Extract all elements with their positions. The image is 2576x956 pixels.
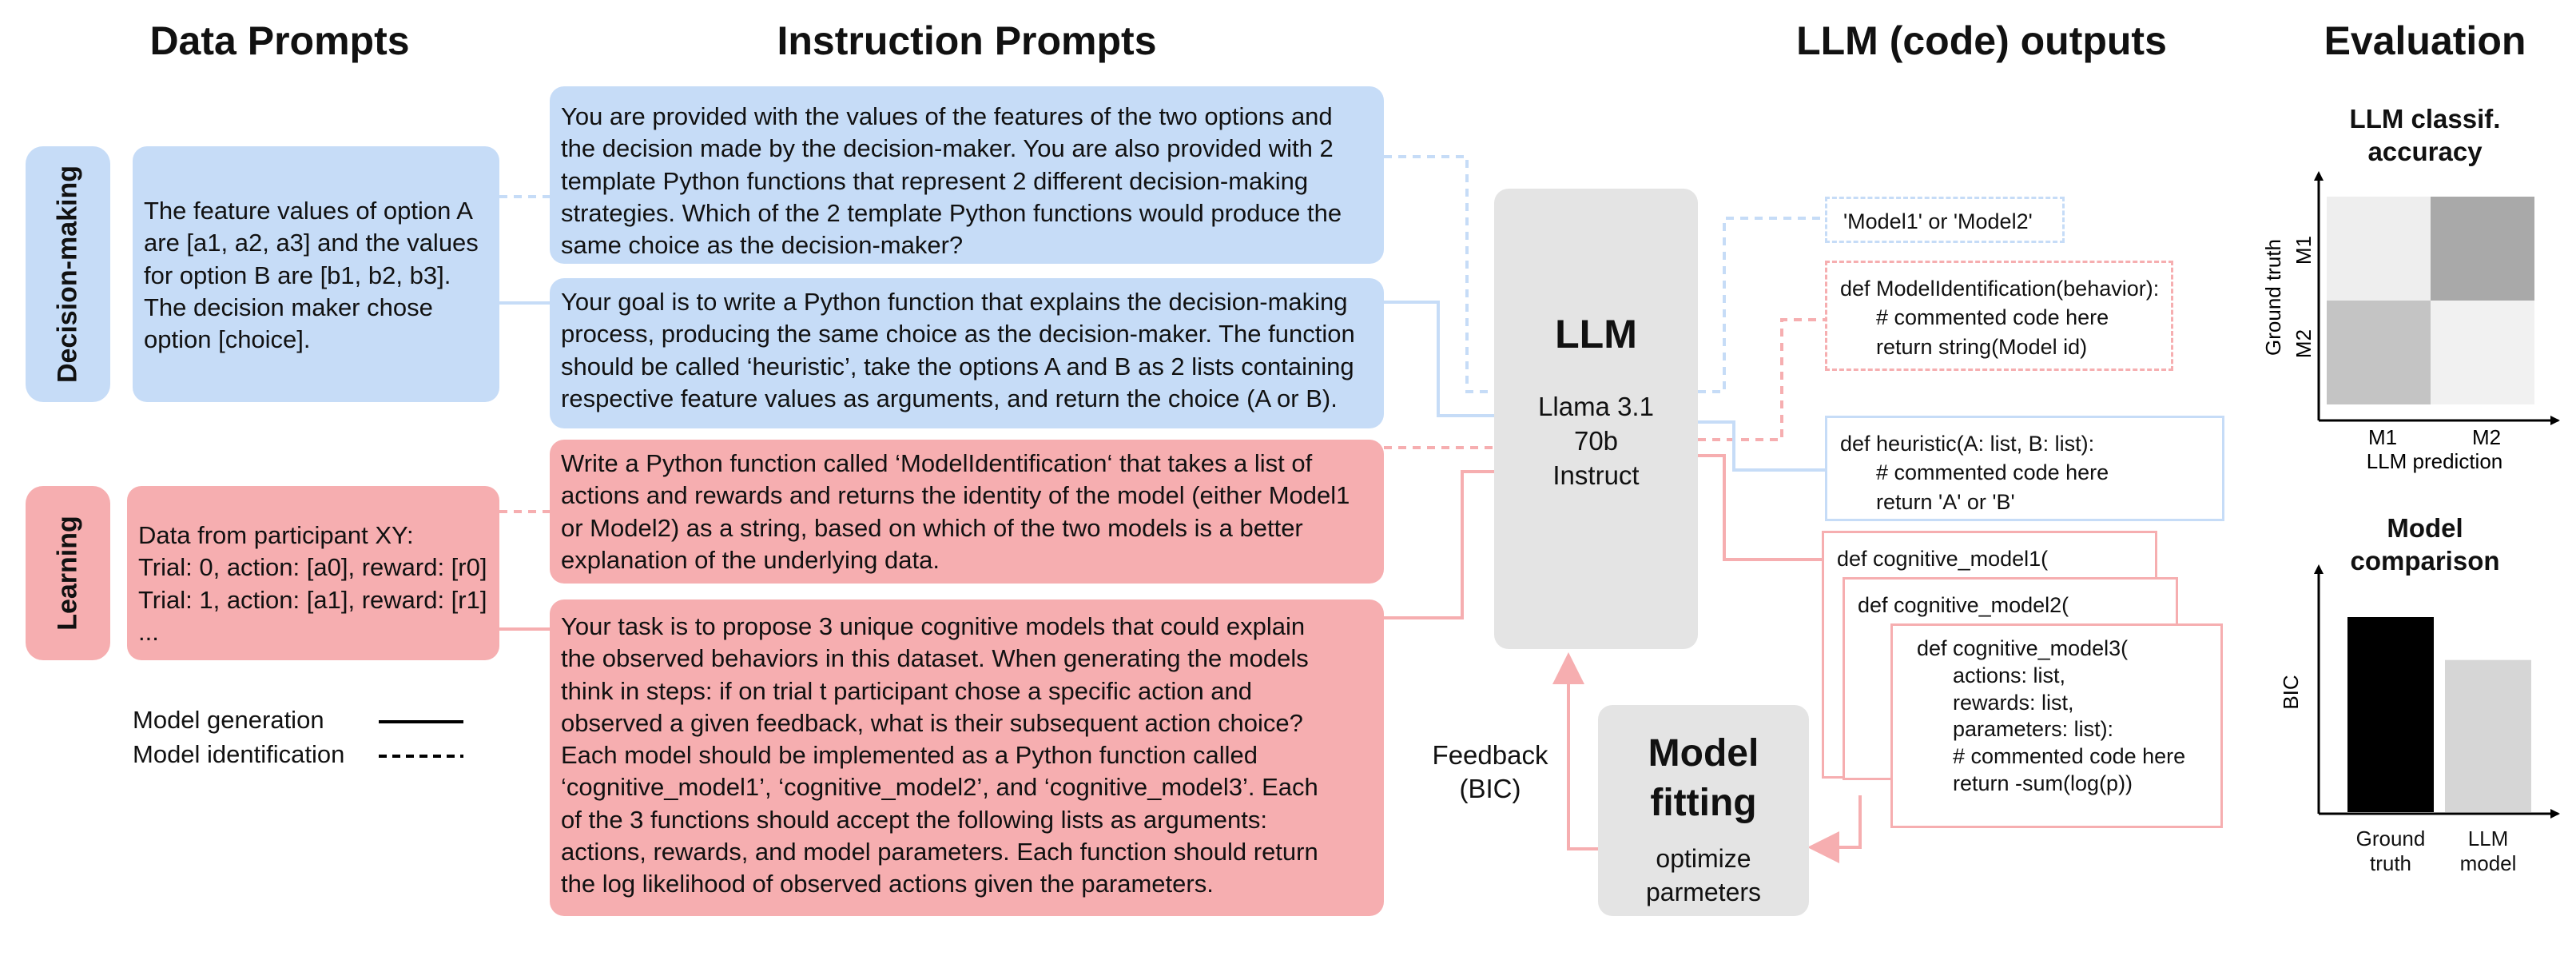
side-label-decision-making: Decision-making: [26, 146, 110, 402]
instruction-dm-generation-text: Your goal is to write a Python function …: [561, 288, 1355, 412]
fitting-sub-line2: parmeters: [1645, 878, 1762, 906]
model-fitting-box: Model fitting optimize parmeters: [1598, 705, 1809, 916]
bar-title: Model comparison: [2350, 513, 2500, 576]
llm-box: LLM Llama 3.1 70b Instruct: [1494, 189, 1698, 649]
data-prompt-decision: The feature values of option A are [a1, …: [133, 146, 499, 402]
data-prompt-learning: Data from participant XY: Trial: 0, acti…: [127, 486, 499, 660]
heatmap-ytick-1: M1: [2292, 236, 2316, 265]
bar-x-arrow: [2550, 809, 2560, 819]
output-dm-generation: def heuristic(A: list, B: list): # comme…: [1825, 416, 2224, 521]
bar-chart: BIC: [2279, 564, 2560, 819]
heatmap-y-arrow: [2314, 171, 2324, 181]
heatmap-xtick-1: M1: [2368, 425, 2397, 449]
heatmap-cell-M1-M2: [2431, 197, 2534, 301]
legend-model-identification: Model identification: [133, 740, 345, 768]
legend-model-generation: Model generation: [133, 706, 324, 734]
connector-cog-fitting: [1807, 795, 1862, 863]
instruction-learning-identification: Write a Python function called ‘ModelIde…: [550, 440, 1384, 584]
heatmap-chart: M1 M2 LLM prediction M1 M2 Ground truth: [2261, 171, 2560, 473]
heatmap-ylabel: Ground truth: [2261, 239, 2285, 356]
instruction-dm-identification: You are provided with the values of the …: [550, 86, 1384, 264]
connector-fitting-llm: [1552, 652, 1598, 850]
llm-title: LLM: [1555, 312, 1637, 357]
connector-llm-out1: [1698, 217, 1825, 393]
bar-y-arrow: [2314, 564, 2324, 574]
connector-instr4-llm: [1384, 470, 1494, 619]
fitting-title-line1: Model: [1648, 732, 1759, 775]
side-label-learning: Learning: [26, 486, 110, 660]
llm-model-line2: 70b: [1573, 426, 1619, 456]
connector-instr2-llm: [1384, 301, 1494, 417]
fitting-title-line2: fitting: [1650, 782, 1757, 824]
connector-llm-out2: [1698, 318, 1825, 441]
instruction-dm-generation: Your goal is to write a Python function …: [550, 278, 1384, 428]
heatmap-title: LLM classif. accuracy: [2349, 104, 2501, 167]
bar-xtick-1: Ground truth: [2355, 827, 2426, 876]
output-cognitive-model3: def cognitive_model3( actions: list, rew…: [1890, 623, 2223, 828]
connector-llm-out3: [1698, 420, 1825, 472]
connector-instr1-llm: [1384, 155, 1494, 393]
connector-llm-out4: [1698, 454, 1822, 561]
fitting-sub-line1: optimize: [1656, 844, 1751, 873]
output-learning-identification: def ModelIdentification(behavior): # com…: [1825, 261, 2173, 371]
header-evaluation: Evaluation: [2324, 18, 2526, 63]
header-data-prompts: Data Prompts: [149, 18, 410, 63]
llm-model-line3: Instruct: [1552, 460, 1640, 490]
header-llm-outputs: LLM (code) outputs: [1796, 18, 2167, 63]
feedback-label-line1: Feedback: [1432, 740, 1548, 770]
instruction-learning-generation: Your task is to propose 3 unique cogniti…: [550, 599, 1384, 916]
instruction-dm-identification-text: You are provided with the values of the …: [561, 102, 1342, 260]
instruction-learning-identification-text: Write a Python function called ‘ModelIde…: [561, 449, 1350, 574]
llm-model-line1: Llama 3.1: [1538, 392, 1654, 421]
output-dm-identification: 'Model1' or 'Model2': [1825, 197, 2065, 243]
header-instruction-prompts: Instruction Prompts: [777, 18, 1157, 63]
bar-ylabel: BIC: [2279, 675, 2303, 709]
bar-1: [2347, 617, 2434, 812]
heatmap-cell-M2-M2: [2431, 301, 2534, 404]
heatmap-x-arrow: [2550, 416, 2560, 425]
heatmap-xtick-2: M2: [2472, 425, 2501, 449]
data-prompt-decision-text: The feature values of option A are [a1, …: [144, 197, 479, 354]
heatmap-xlabel: LLM prediction: [2367, 449, 2503, 473]
heatmap-cell-M2-M1: [2327, 301, 2431, 404]
instruction-learning-generation-text: Your task is to propose 3 unique cogniti…: [561, 612, 1318, 898]
data-prompt-learning-text: Data from participant XY: Trial: 0, acti…: [138, 521, 487, 646]
heatmap-cell-M1-M1: [2327, 197, 2431, 301]
heatmap-ytick-2: M2: [2292, 329, 2316, 358]
feedback-label-line2: (BIC): [1459, 774, 1521, 803]
bar-xtick-2: LLM model: [2459, 827, 2517, 876]
bar-2: [2445, 659, 2531, 812]
